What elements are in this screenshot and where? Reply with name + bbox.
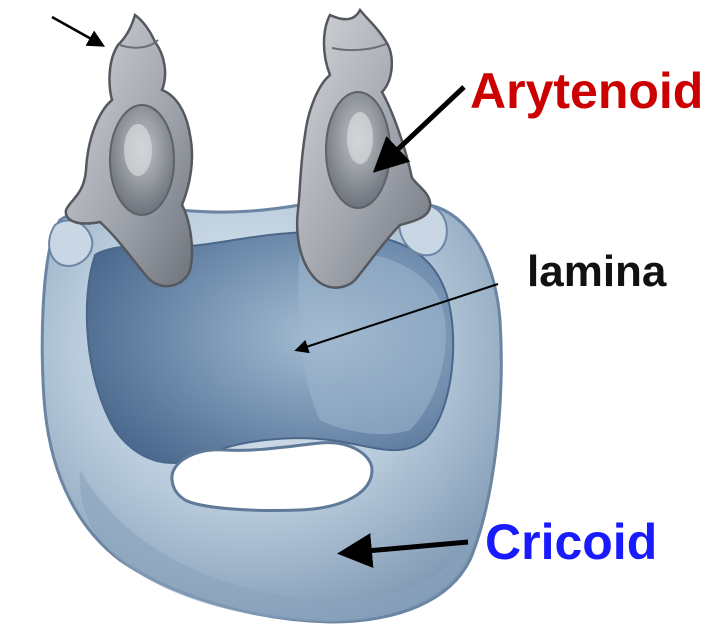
cricoid-lower-opening: [172, 443, 372, 511]
arytenoid-label: Arytenoid: [470, 66, 703, 116]
lamina-label: lamina: [527, 250, 666, 294]
corniculate-pointer-arrow: [52, 17, 102, 45]
cricoid-cartilage: [42, 197, 501, 622]
cricoid-label: Cricoid: [485, 517, 657, 567]
